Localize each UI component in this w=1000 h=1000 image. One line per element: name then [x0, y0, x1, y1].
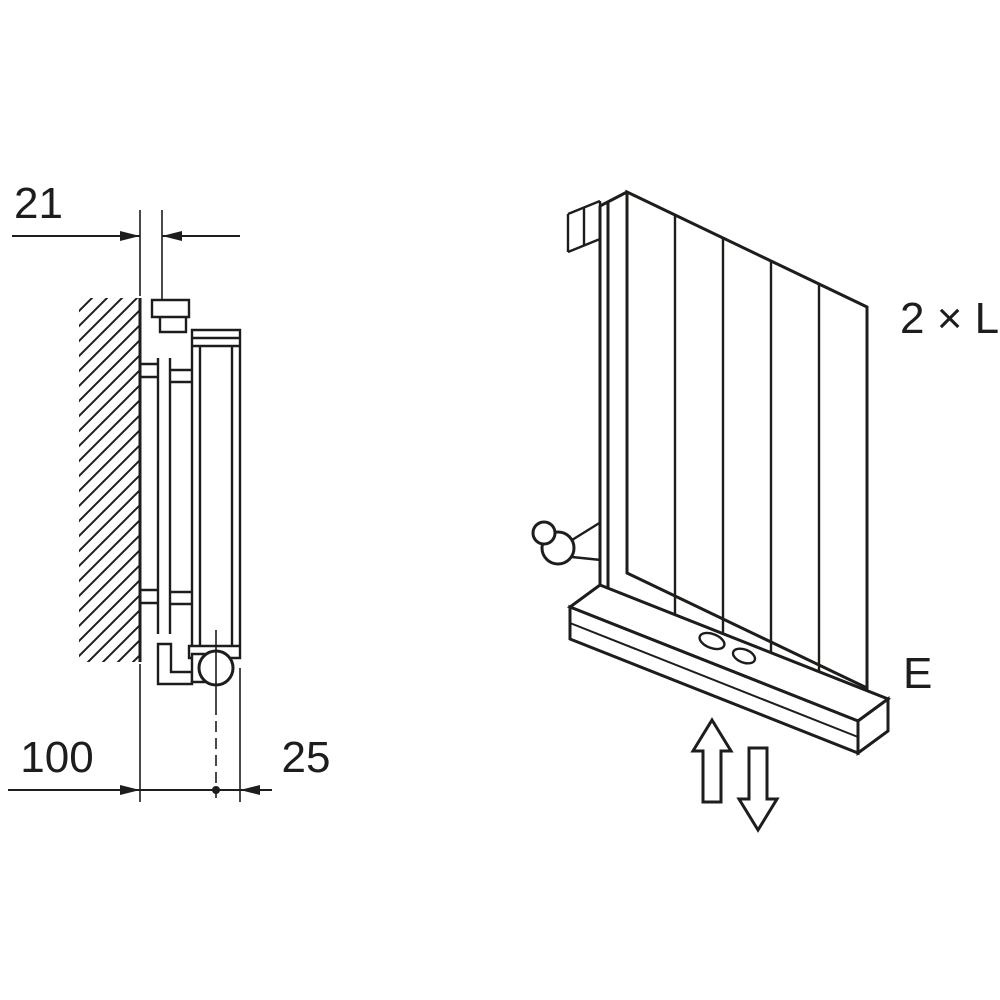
panel-feet — [673, 596, 821, 671]
connection-label: E — [903, 649, 932, 698]
manifold-right-end — [856, 696, 890, 756]
side-view — [79, 298, 242, 798]
dim-wall-to-pipe-label: 100 — [20, 733, 93, 782]
radiator-side-profile — [187, 328, 242, 660]
extension-lines-bottom — [139, 664, 241, 802]
mounting-hook — [566, 199, 602, 254]
dimension-arrowheads-21 — [120, 231, 182, 241]
radiator-front-face — [625, 189, 869, 691]
up-arrow-icon — [690, 717, 734, 804]
connection-hole-1 — [698, 631, 726, 651]
dimension-dot — [212, 786, 220, 794]
dim-wall-offset-label: 21 — [14, 179, 63, 228]
dim-pipe-to-front-label: 25 — [282, 733, 331, 782]
extension-lines-top — [139, 210, 163, 300]
bottom-bracket — [156, 642, 194, 686]
dimension-wall-offset: 21 — [12, 179, 240, 300]
valve-connector-lines — [571, 520, 602, 562]
valve-knob-circle — [531, 520, 557, 546]
manifold-groove-line — [569, 622, 859, 738]
panel-divider-lines — [673, 215, 821, 665]
dimension-bottom: 100 25 — [8, 664, 330, 802]
connection-hole-2 — [731, 647, 757, 665]
isometric-view: 2 × L E — [531, 189, 999, 833]
wall-hatching — [79, 298, 140, 662]
panel-count-label: 2 × L — [900, 294, 999, 343]
down-arrow-icon — [736, 746, 780, 833]
top-mounting-bracket — [150, 298, 191, 334]
wall-bracket — [140, 358, 192, 634]
left-end-column — [598, 190, 628, 587]
